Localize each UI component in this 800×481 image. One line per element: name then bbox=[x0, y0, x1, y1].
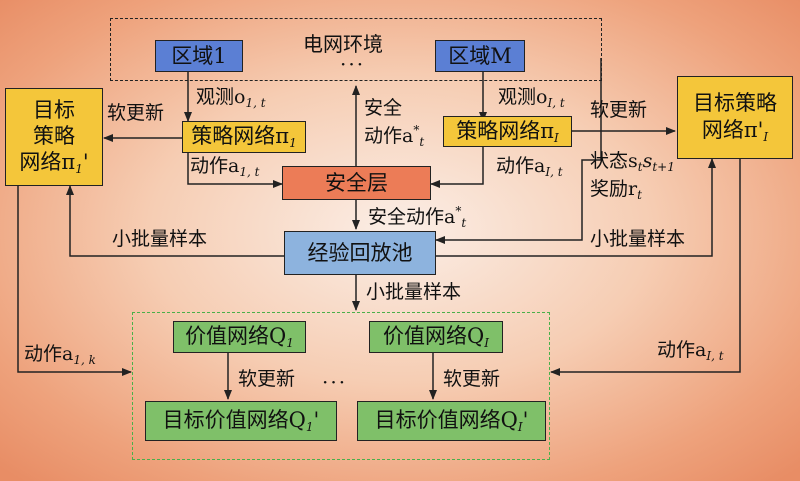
action-label-I: 动作aI, t bbox=[496, 155, 563, 179]
soft-update-label-value-1: 软更新 bbox=[238, 368, 296, 390]
action-label-It-bottom: 动作aI, t bbox=[657, 339, 724, 363]
target-policy-1-line1: 目标 bbox=[33, 97, 75, 122]
arrow-action1-to-safety bbox=[187, 153, 283, 188]
replay-buffer-label: 经验回放池 bbox=[307, 240, 413, 265]
minibatch-label-right: 小批量样本 bbox=[590, 228, 686, 250]
arrow-action1k-to-value bbox=[17, 186, 132, 376]
value-network-I-label: 价值网络QI bbox=[383, 324, 489, 350]
arrow-minibatch-left bbox=[66, 185, 284, 257]
arrow-minibatch-right bbox=[436, 158, 716, 257]
environment-box bbox=[110, 18, 602, 81]
target-policy-network-1: 目标 策略 网络π1' bbox=[5, 88, 103, 186]
safe-action-label-lower: 安全动作a*t bbox=[368, 204, 467, 230]
safe-action-label-upper: 安全 动作a*t bbox=[364, 97, 425, 149]
soft-update-label-left: 软更新 bbox=[107, 102, 165, 124]
policy-network-1-label: 策略网络π1 bbox=[191, 124, 297, 150]
environment-ellipsis: ··· bbox=[340, 52, 366, 76]
observe-label-1: 观测o1, t bbox=[196, 86, 266, 110]
reward-label: 奖励rt bbox=[590, 178, 642, 202]
region-1-label: 区域1 bbox=[171, 43, 227, 68]
region-M-box: 区域M bbox=[435, 40, 525, 72]
soft-update-label-right: 软更新 bbox=[590, 99, 648, 121]
environment-label: 电网环境 bbox=[303, 32, 383, 56]
soft-update-label-value-I: 软更新 bbox=[443, 368, 501, 390]
safety-layer-label: 安全层 bbox=[325, 170, 388, 195]
policy-network-I: 策略网络πI bbox=[443, 116, 572, 147]
safety-layer: 安全层 bbox=[282, 166, 431, 200]
target-value-network-1: 目标价值网络Q1' bbox=[145, 401, 337, 441]
arrow-env-to-replay bbox=[435, 58, 602, 244]
action-label-1k: 动作a1, k bbox=[24, 343, 96, 367]
region-M-label: 区域M bbox=[448, 43, 512, 68]
value-network-1: 价值网络Q1 bbox=[173, 321, 306, 353]
value-network-group bbox=[132, 312, 550, 460]
arrow-actionI-to-safety bbox=[430, 147, 484, 188]
value-networks-ellipsis: ··· bbox=[322, 370, 348, 394]
minibatch-label-down: 小批量样本 bbox=[366, 281, 462, 303]
observe-label-I: 观测oI, t bbox=[498, 86, 565, 110]
target-policy-network-I: 目标策略 网络π'I bbox=[677, 76, 793, 159]
policy-network-I-label: 策略网络πI bbox=[456, 118, 559, 145]
replay-buffer: 经验回放池 bbox=[284, 231, 436, 275]
value-network-1-label: 价值网络Q1 bbox=[185, 324, 294, 350]
target-policy-I-line2: 网络π'I bbox=[701, 117, 769, 144]
target-policy-I-line1: 目标策略 bbox=[693, 91, 777, 116]
state-label: 状态stst+1 bbox=[590, 150, 675, 174]
target-policy-1-line2: 策略 bbox=[33, 124, 75, 148]
target-value-network-I-label: 目标价值网络QI' bbox=[374, 408, 529, 434]
target-value-network-I: 目标价值网络QI' bbox=[357, 401, 546, 441]
arrow-actionIt-to-value bbox=[550, 159, 741, 376]
action-label-1: 动作a1, t bbox=[190, 155, 260, 179]
value-network-I: 价值网络QI bbox=[369, 321, 503, 353]
region-1-box: 区域1 bbox=[155, 40, 243, 72]
policy-network-1: 策略网络π1 bbox=[182, 121, 306, 153]
target-policy-1-line3: 网络π1' bbox=[19, 150, 89, 177]
minibatch-label-left: 小批量样本 bbox=[112, 228, 208, 250]
target-value-network-1-label: 目标价值网络Q1' bbox=[162, 408, 320, 434]
